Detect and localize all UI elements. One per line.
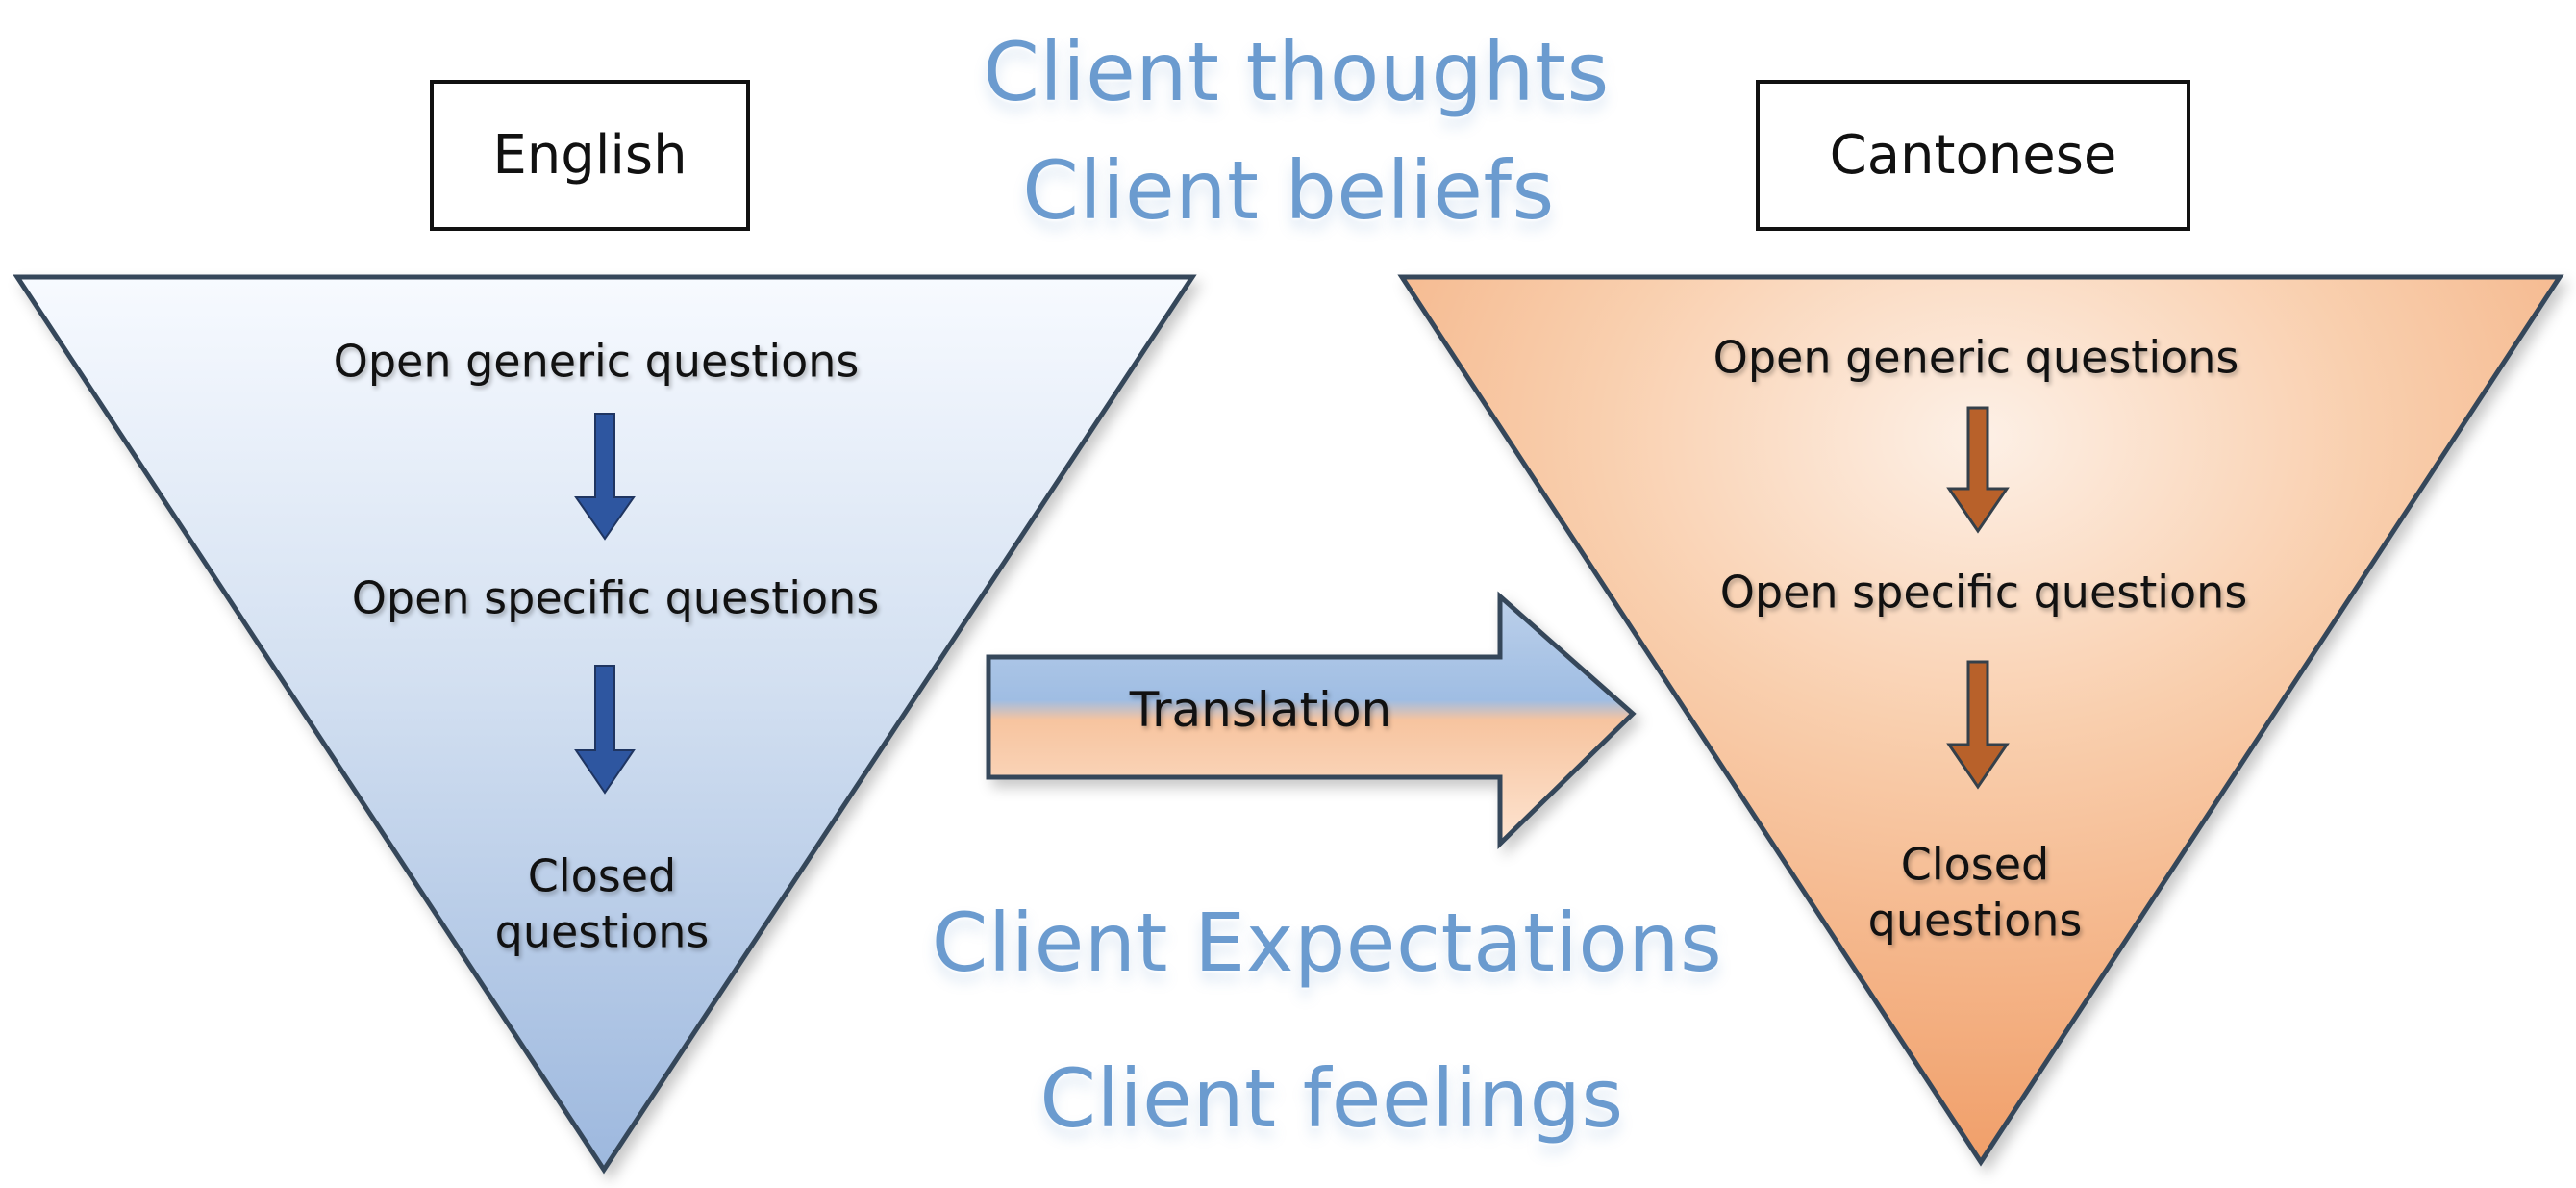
client-feelings-text: Client feelings	[1039, 1051, 1624, 1146]
english-open-generic-label: Open generic questions	[333, 335, 860, 388]
cantonese-open-specific-label: Open specific questions	[1719, 566, 2248, 619]
english-open-specific-label: Open specific questions	[351, 571, 880, 624]
cantonese-open-generic-label: Open generic questions	[1713, 331, 2239, 384]
client-expectations-text: Client Expectations	[931, 896, 1723, 990]
cantonese-language-label: Cantonese	[1829, 124, 2117, 187]
translation-label: Translation	[1129, 681, 1392, 738]
client-beliefs-text: Client beliefs	[1022, 143, 1555, 238]
cantonese-down-arrow-1	[1946, 406, 2010, 534]
english-down-arrow-1	[574, 413, 636, 541]
english-down-arrow-2	[574, 665, 636, 795]
cantonese-closed-label: Closed questions	[1867, 838, 2083, 947]
english-language-label: English	[492, 124, 688, 187]
cantonese-language-box: Cantonese	[1756, 80, 2190, 231]
client-thoughts-text: Client thoughts	[983, 25, 1610, 119]
cantonese-down-arrow-2	[1946, 660, 2010, 790]
translation-arrow	[986, 591, 1637, 849]
english-language-box: English	[430, 80, 750, 231]
english-closed-label: Closed questions	[494, 849, 710, 958]
